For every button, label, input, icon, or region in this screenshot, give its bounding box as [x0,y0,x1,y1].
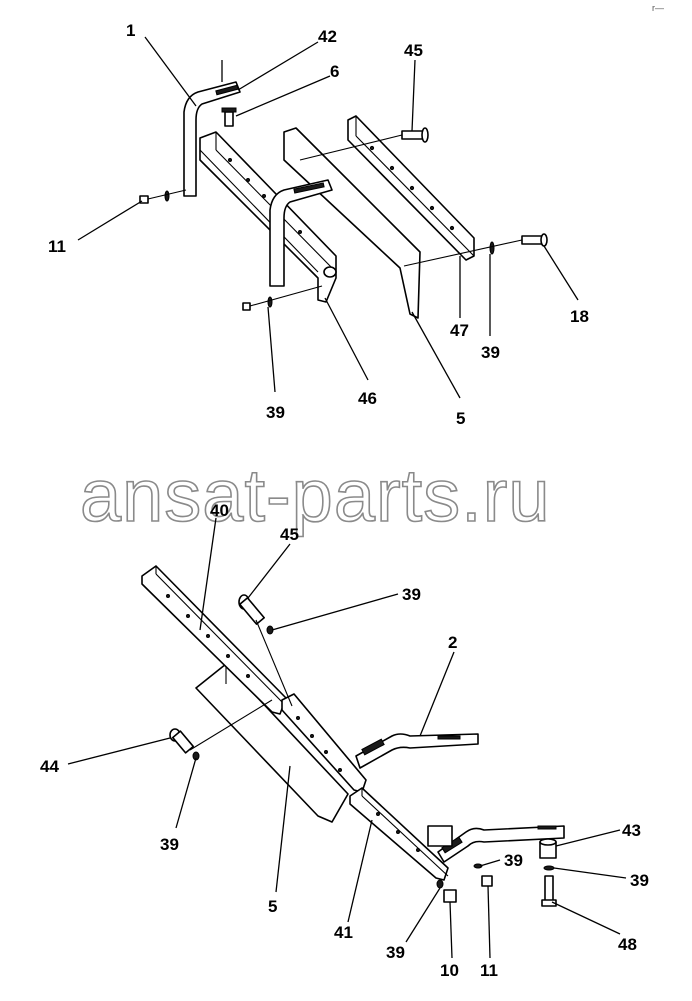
callout-top-39b: 39 [266,403,285,422]
callout-bottom-39e: 39 [386,943,405,962]
top-nut-11 [139,195,149,204]
callout-top-6: 6 [330,62,339,81]
corner-mark: r— [652,3,664,13]
bottom-long-plate [195,663,349,823]
callout-top-5: 5 [456,409,465,428]
callout-top-45: 45 [404,41,423,60]
mounting-bar-holes [369,145,455,231]
top-left-footrest [183,81,241,197]
callout-top-39a: 39 [481,343,500,362]
watermark-text: ansat-parts.ru [80,454,551,537]
callout-top-18: 18 [570,307,589,326]
upper-channel-holes [166,594,250,678]
callout-bottom-40: 40 [210,501,229,520]
middle-channel-holes [296,716,342,772]
callout-bottom-48: 48 [618,935,637,954]
callout-bottom-5: 5 [268,897,277,916]
top-callouts: 1 42 6 45 11 18 47 39 39 46 5 [48,21,589,428]
top-right-footrest [269,179,333,287]
lower-channel-holes [376,812,420,852]
bottom-footrest-2 [355,733,479,769]
callout-top-47: 47 [450,321,469,340]
callout-top-11: 11 [48,237,66,256]
callout-bottom-41: 41 [334,923,353,942]
callout-bottom-39a: 39 [402,585,421,604]
callout-bottom-45: 45 [280,525,299,544]
top-bolt-45 [401,130,425,140]
callout-bottom-39b: 39 [160,835,179,854]
bottom-callouts: 40 45 39 2 44 39 5 41 43 39 39 48 39 10 … [40,501,649,980]
callout-bottom-39c: 39 [504,851,523,870]
top-nut-39 [242,302,251,311]
callout-bottom-43: 43 [622,821,641,840]
bottom-leaders [67,517,627,959]
callout-bottom-2: 2 [448,633,457,652]
bottom-nut-10 [443,889,457,903]
callout-bottom-11: 11 [480,961,498,980]
bottom-assembly [141,565,565,907]
callout-top-42: 42 [318,27,337,46]
top-channel-beam [199,131,337,303]
callout-bottom-10: 10 [440,961,459,980]
bottom-nut-11 [481,875,493,887]
callout-top-46: 46 [358,389,377,408]
top-assembly [139,60,548,319]
callout-top-1: 1 [126,21,135,40]
top-leaders [77,36,579,399]
bottom-bolt-48 [544,875,554,903]
callout-bottom-44: 44 [40,757,59,776]
callout-bottom-39d: 39 [630,871,649,890]
bottom-footrest-right [437,825,565,863]
